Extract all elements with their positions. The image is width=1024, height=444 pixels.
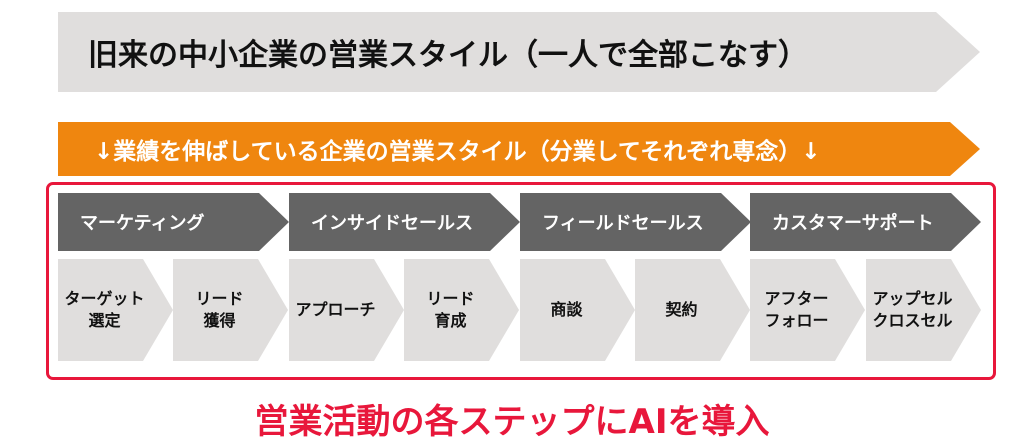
- step-label: 契約: [665, 300, 698, 319]
- phase-label: マーケティング: [80, 213, 205, 234]
- new-sales-style-label: ↓業績を伸ばしている企業の営業スタイル（分業してそれぞれ専念）↓: [94, 139, 821, 165]
- phase-marketing: マーケティング: [58, 193, 289, 251]
- step-label: 商談: [550, 300, 583, 319]
- sales-process-frame: [46, 182, 996, 380]
- step-label: ターゲット 選定: [64, 289, 145, 330]
- tagline: 営業活動の各ステップにAIを導入: [254, 402, 770, 442]
- step-label: リード 獲得: [195, 289, 244, 330]
- step-label: アプローチ: [295, 300, 376, 319]
- phase-label: フィールドセールス: [542, 213, 704, 234]
- step-label: リード 育成: [426, 289, 475, 330]
- phase-inside-sales: インサイドセールス: [289, 193, 520, 251]
- step-label: アップセル クロスセル: [872, 289, 953, 330]
- phase-label: カスタマーサポート: [772, 213, 934, 234]
- phase-field-sales: フィールドセールス: [520, 193, 751, 251]
- step-label: アフター フォロー: [764, 289, 829, 330]
- old-sales-style-arrow: 旧来の中小企業の営業スタイル（一人で全部こなす）: [58, 12, 980, 92]
- new-sales-style-arrow: ↓業績を伸ばしている企業の営業スタイル（分業してそれぞれ専念）↓: [58, 122, 980, 176]
- phase-customer-support: カスタマーサポート: [750, 193, 981, 251]
- phase-label: インサイドセールス: [311, 213, 473, 234]
- old-sales-style-label: 旧来の中小企業の営業スタイル（一人で全部こなす）: [88, 38, 808, 73]
